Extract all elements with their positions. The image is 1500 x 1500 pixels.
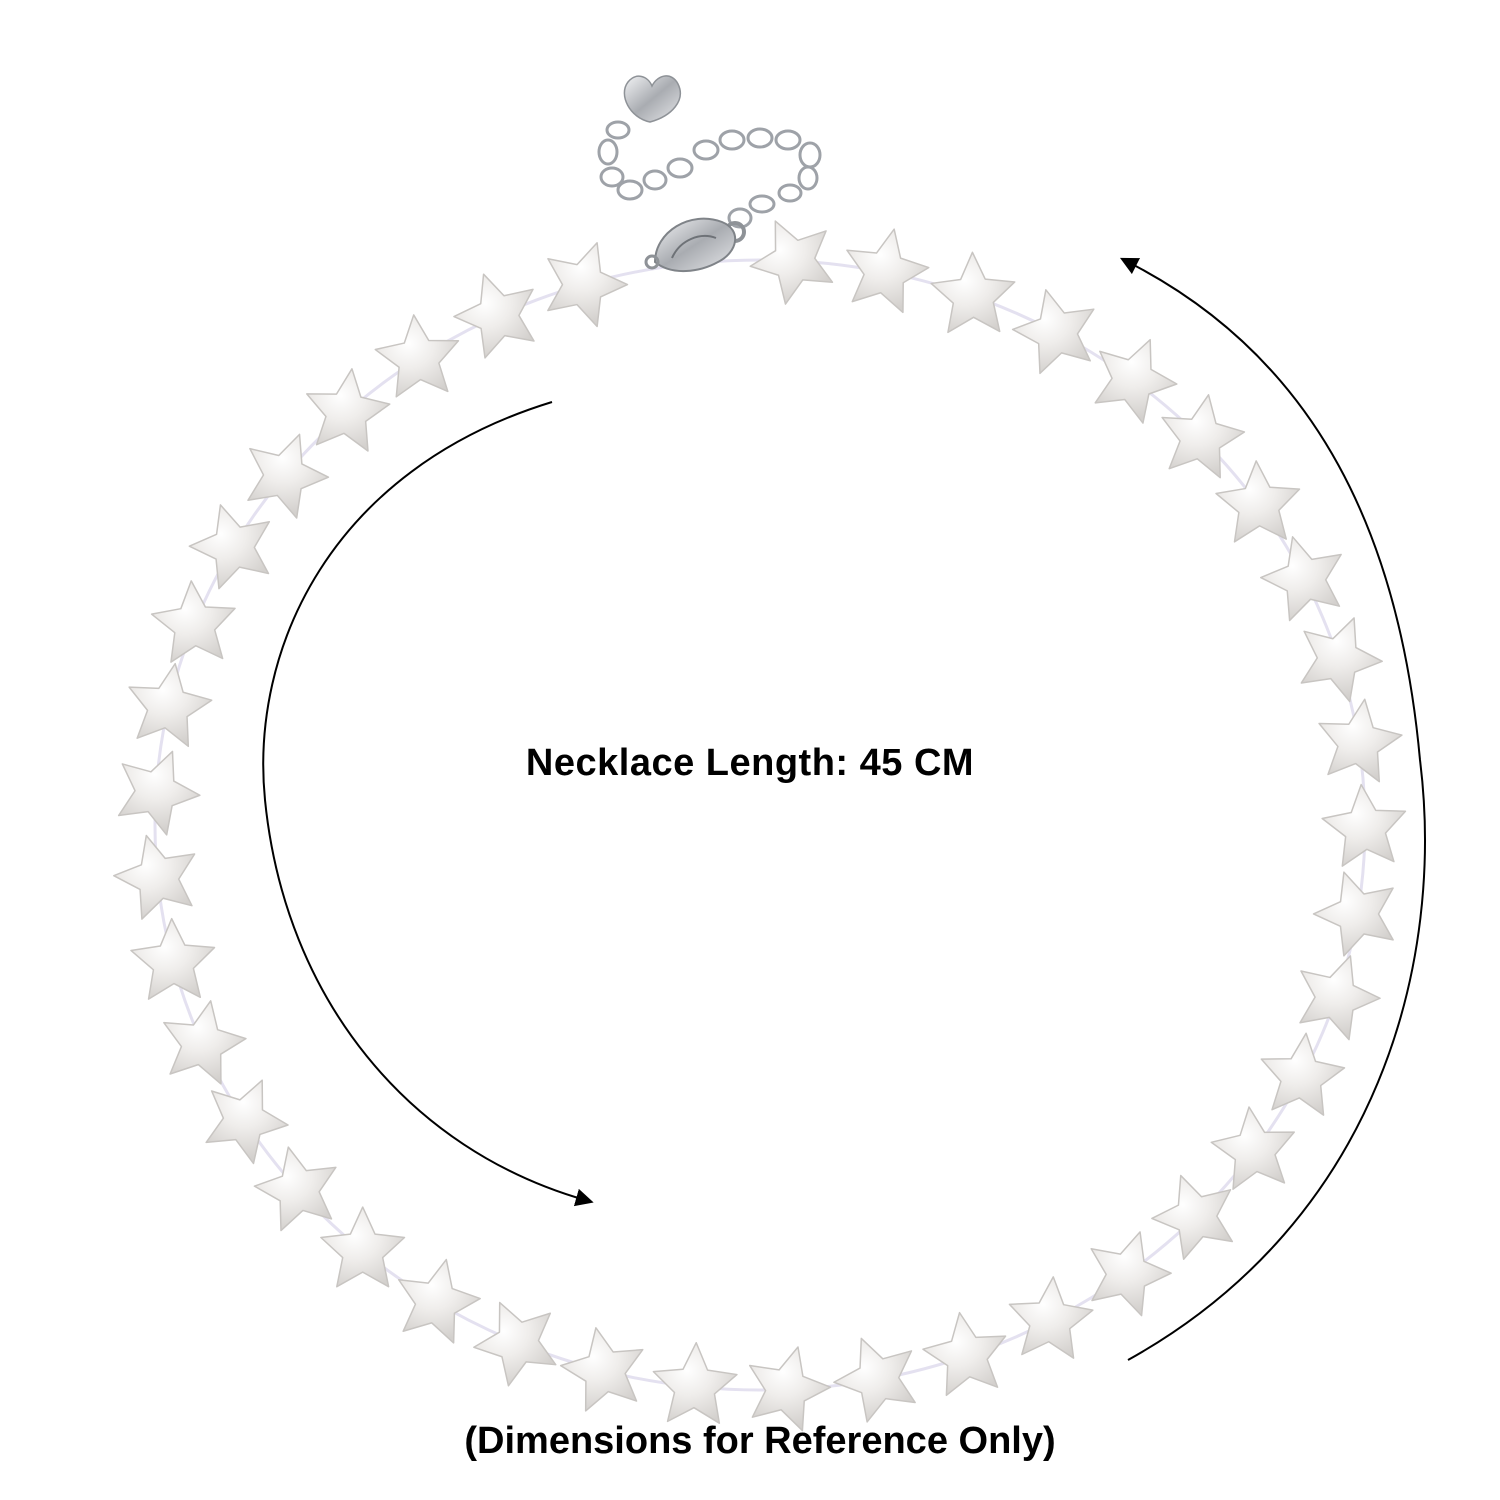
star-bead-ring <box>113 220 1407 1432</box>
star-bead-icon <box>1161 394 1246 479</box>
star-bead-icon <box>1008 1276 1094 1359</box>
star-bead-icon <box>397 1258 481 1344</box>
star-bead-icon <box>749 220 834 305</box>
star-bead-icon <box>320 1206 406 1288</box>
heart-tag-icon <box>623 75 681 123</box>
star-bead-icon <box>1151 1174 1234 1260</box>
star-bead-icon <box>547 242 629 328</box>
star-bead-icon <box>1318 698 1403 783</box>
necklace-length-label: Necklace Length: 45 CM <box>525 742 975 784</box>
star-bead-icon <box>930 251 1016 334</box>
reference-disclaimer: (Dimensions for Reference Only) <box>464 1420 1056 1462</box>
star-bead-icon <box>1094 338 1178 424</box>
star-bead-icon <box>1300 617 1383 703</box>
star-bead-icon <box>306 368 391 452</box>
star-bead-icon <box>205 1079 289 1165</box>
star-bead-icon <box>846 228 930 314</box>
left-measure-arrow-icon <box>262 401 594 1207</box>
star-bead-icon <box>1215 460 1301 543</box>
star-bead-icon <box>374 314 460 398</box>
star-bead-icon <box>1090 1231 1172 1317</box>
star-bead-icon <box>559 1327 644 1412</box>
lobster-clasp-icon <box>644 217 746 273</box>
star-bead-icon <box>1312 871 1394 957</box>
star-bead-icon <box>473 1301 557 1387</box>
star-bead-icon <box>1011 289 1095 375</box>
star-bead-icon <box>1299 955 1381 1041</box>
star-bead-icon <box>253 1146 337 1232</box>
star-bead-icon <box>1260 536 1342 622</box>
star-bead-icon <box>113 834 196 920</box>
star-bead-icon <box>922 1311 1007 1397</box>
star-bead-icon <box>652 1341 738 1424</box>
star-bead-icon <box>1321 783 1407 867</box>
star-bead-icon <box>453 273 535 359</box>
right-measure-arrow-icon <box>1119 257 1426 1361</box>
star-bead-icon <box>833 1337 916 1423</box>
star-bead-icon <box>748 1346 832 1432</box>
star-bead-icon <box>117 750 201 836</box>
star-bead-icon <box>150 580 236 663</box>
star-bead-icon <box>1210 1106 1295 1190</box>
star-bead-icon <box>247 433 330 519</box>
star-bead-icon <box>163 1000 247 1085</box>
star-bead-icon <box>128 662 213 748</box>
extender-chain <box>597 120 822 229</box>
star-bead-icon <box>188 504 271 590</box>
star-bead-icon <box>130 917 216 1000</box>
star-bead-icon <box>1260 1032 1346 1116</box>
